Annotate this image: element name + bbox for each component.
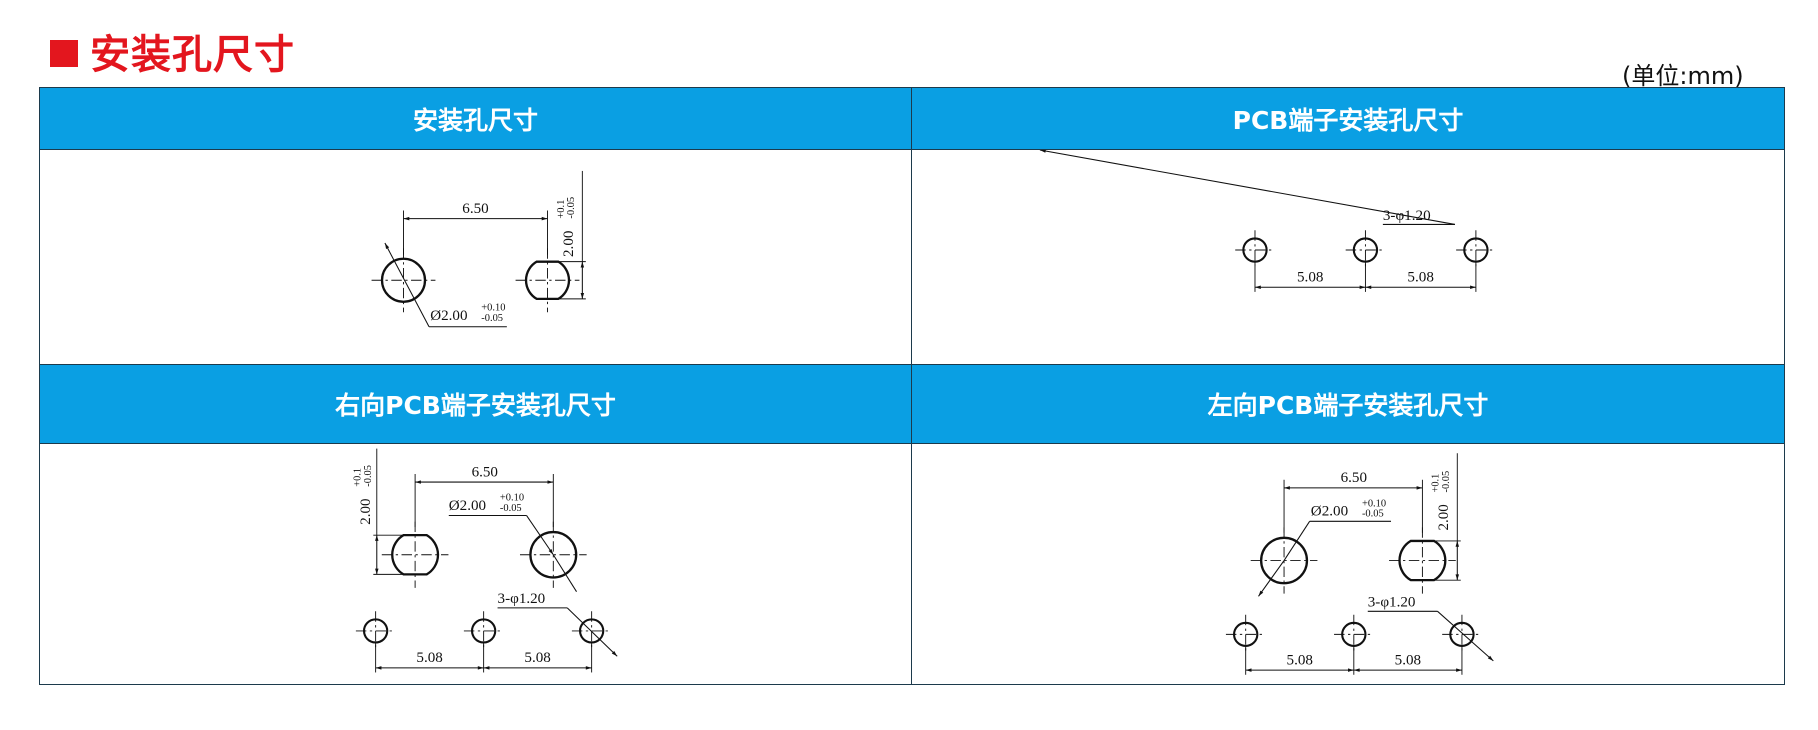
leader-line (1283, 521, 1311, 561)
hole-tolerance-lower: -0.05 (1362, 509, 1384, 520)
hole-diameter-label: Ø2.00 (449, 498, 486, 514)
panel-pcb-drawing: 5.08 5.08 3-φ1.20 (912, 150, 1784, 365)
hole-diameter-label: Ø2.00 (1311, 504, 1348, 520)
hole-tolerance-upper: +0.10 (1362, 498, 1386, 509)
leader-line (1437, 610, 1494, 662)
pitch-label: 6.50 (1341, 470, 1367, 486)
pitch-label: 6.50 (472, 464, 498, 480)
panel-heading-left-pcb: 左向PCB端子安装孔尺寸 (912, 365, 1784, 444)
leader-line (1039, 150, 1456, 225)
leader-line (1258, 560, 1285, 597)
pin-pitch-label: 5.08 (416, 650, 442, 666)
panel-heading-pcb: PCB端子安装孔尺寸 (912, 88, 1784, 150)
pin-diameter-label: 3-φ1.20 (1368, 595, 1416, 611)
height-tolerance-upper: +0.1 (556, 200, 567, 219)
panel-heading-mounting: 安装孔尺寸 (40, 88, 912, 150)
hole-tolerance-upper: +0.10 (481, 302, 505, 313)
height-tolerance-lower: -0.05 (566, 197, 577, 219)
hole-tolerance-lower: -0.05 (481, 313, 503, 324)
height-tolerance-upper: +0.1 (1431, 474, 1442, 493)
height-tolerance-upper: +0.1 (353, 468, 364, 487)
pin-pitch-label: 5.08 (1407, 269, 1433, 285)
height-label: 2.00 (358, 499, 374, 525)
leader-line (526, 515, 554, 556)
pin-pitch-label: 5.08 (1287, 652, 1313, 668)
page-title: 安装孔尺寸 (50, 22, 295, 80)
flat-hole (391, 534, 440, 576)
pin-diameter-label: 3-φ1.20 (498, 591, 546, 607)
height-tolerance-lower: -0.05 (1441, 471, 1452, 493)
leader-line (566, 607, 618, 657)
panel-heading-right-pcb: 右向PCB端子安装孔尺寸 (40, 365, 912, 444)
pin-pitch-label: 5.08 (524, 650, 550, 666)
hole-tolerance-lower: -0.05 (500, 503, 522, 514)
pin-diameter-label: 3-φ1.20 (1383, 208, 1431, 224)
height-label: 2.00 (561, 231, 577, 257)
unit-label: (单位:mm) (1622, 62, 1744, 90)
hole-tolerance-upper: +0.10 (500, 493, 524, 504)
red-square-icon (50, 39, 78, 67)
hole-diameter-label: Ø2.00 (430, 308, 467, 324)
pin-pitch-label: 5.08 (1297, 269, 1323, 285)
height-label: 2.00 (1436, 504, 1452, 530)
pin-pitch-label: 5.08 (1395, 652, 1421, 668)
height-tolerance-lower: -0.05 (363, 465, 374, 487)
leader-line (552, 554, 577, 592)
pitch-label: 6.50 (462, 201, 488, 217)
leader-line (384, 242, 430, 328)
title-text: 安装孔尺寸 (90, 32, 295, 78)
